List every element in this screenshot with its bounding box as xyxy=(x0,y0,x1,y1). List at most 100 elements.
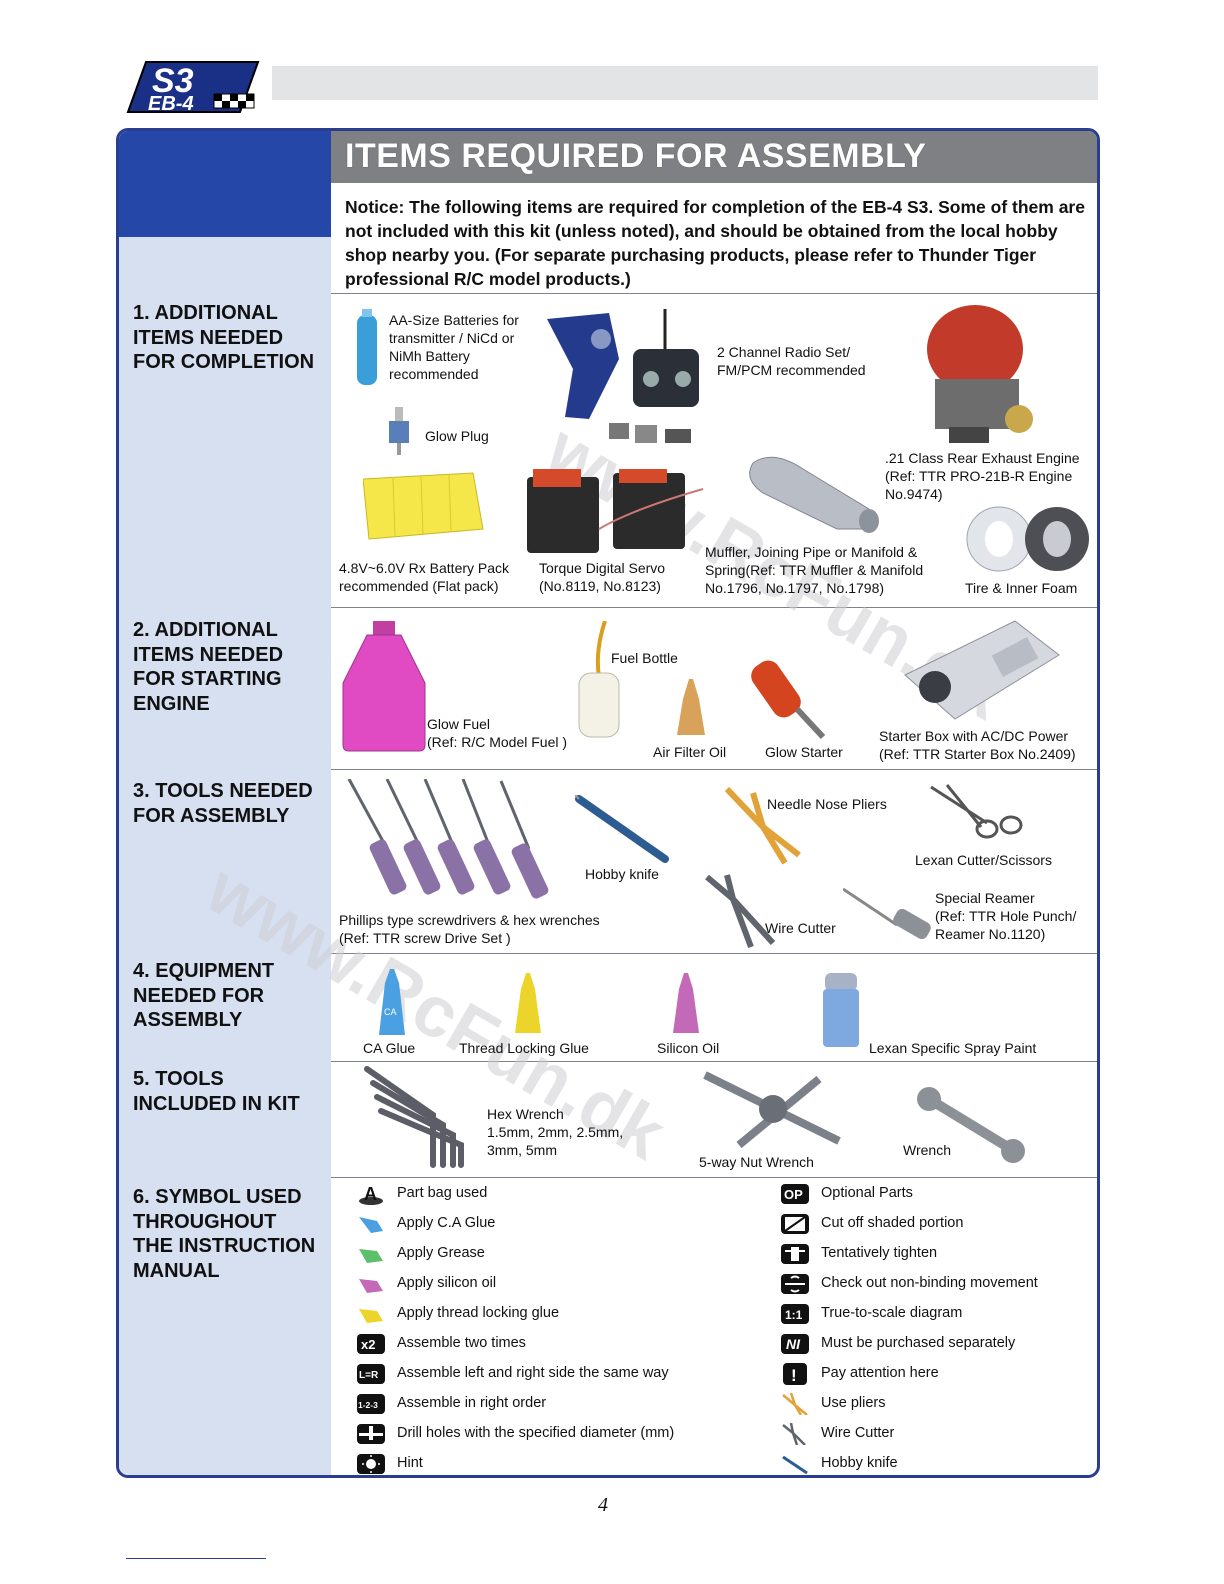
svg-text:OP: OP xyxy=(784,1187,803,1202)
glow-plug-caption: Glow Plug xyxy=(425,428,489,444)
symbol-label: Hint xyxy=(397,1455,423,1471)
hobby-knife-tool-icon xyxy=(575,795,669,863)
wrench-icon xyxy=(917,1087,1025,1163)
symbol-label: Wire Cutter xyxy=(821,1425,895,1441)
title-bar xyxy=(331,131,1097,183)
servo-icon xyxy=(527,469,704,553)
screwdrivers-caption: Phillips type screwdrivers & hex wrenche… xyxy=(339,912,600,946)
air-filter-oil-icon xyxy=(677,679,705,735)
glow-fuel-bottle-icon xyxy=(342,621,426,752)
symbol-label: Pay attention here xyxy=(821,1365,939,1381)
needle-nose-pliers-icon xyxy=(724,786,801,865)
left-column xyxy=(119,131,331,1475)
svg-text:S3: S3 xyxy=(152,62,194,100)
air-filter-oil-caption: Air Filter Oil xyxy=(653,744,727,760)
title-wedge xyxy=(307,131,331,237)
notice-text: Notice: The following items are required… xyxy=(345,197,1085,289)
fuel-bottle-icon xyxy=(578,621,620,738)
symbol-label: Apply Grease xyxy=(397,1245,485,1261)
footer-line xyxy=(126,1558,266,1559)
reamer-caption: Special Reamer (Ref: TTR Hole Punch/ Rea… xyxy=(935,890,1077,942)
section-3-heading: 3. TOOLS NEEDED FOR ASSEMBLY xyxy=(133,780,313,827)
svg-text:NI: NI xyxy=(786,1336,801,1352)
spray-paint-can-icon xyxy=(823,973,859,1047)
svg-text:EB-4: EB-4 xyxy=(148,93,194,115)
s3-eb4-logo: S3 EB-4 xyxy=(126,61,260,115)
silicon-oil-caption: Silicon Oil xyxy=(657,1040,720,1056)
radio-transmitter-icon xyxy=(547,309,699,443)
nut-wrench-caption: 5-way Nut Wrench xyxy=(699,1154,814,1170)
symbol-label: Assemble two times xyxy=(397,1335,526,1351)
l-equals-r-icon: L=R xyxy=(357,1364,385,1384)
battery-icon xyxy=(357,309,377,385)
divider xyxy=(331,1177,1097,1178)
svg-text:1:1: 1:1 xyxy=(785,1308,803,1322)
tire-icon xyxy=(966,506,1089,572)
part-bag-icon: A xyxy=(359,1184,383,1205)
section-4-heading: 4. EQUIPMENT NEEDED FOR ASSEMBLY xyxy=(133,960,275,1031)
symbol-label: Assemble left and right side the same wa… xyxy=(397,1365,669,1381)
radio-caption: 2 Channel Radio Set/ FM/PCM recommended xyxy=(717,344,866,378)
muffler-icon xyxy=(749,456,879,533)
needle-nose-caption: Needle Nose Pliers xyxy=(767,796,887,812)
svg-text:A: A xyxy=(364,1184,377,1204)
batteries-caption: AA-Size Batteries for transmitter / NiCd… xyxy=(389,312,519,382)
nut-wrench-icon xyxy=(703,1071,841,1149)
order-icon: 1-2-3 xyxy=(357,1394,385,1414)
svg-text:x2: x2 xyxy=(361,1337,375,1352)
optional-parts-icon: OP xyxy=(781,1184,809,1204)
symbol-label: Cut off shaded portion xyxy=(821,1215,964,1231)
tire-caption: Tire & Inner Foam xyxy=(965,580,1078,596)
screwdrivers-icon xyxy=(347,779,549,899)
symbol-label: Apply silicon oil xyxy=(397,1275,497,1291)
section-1-heading: 1. ADDITIONAL ITEMS NEEDED FOR COMPLETIO… xyxy=(133,302,315,373)
true-scale-icon: 1:1 xyxy=(781,1304,809,1324)
x2-icon: x2 xyxy=(357,1334,385,1354)
cut-off-icon xyxy=(781,1214,809,1234)
section-6-heading: 6. SYMBOL USED THROUGHOUT THE INSTRUCTIO… xyxy=(133,1186,316,1282)
section-2-heading: 2. ADDITIONAL ITEMS NEEDED FOR STARTING … xyxy=(133,619,284,715)
symbol-label: Hobby knife xyxy=(821,1455,898,1471)
thread-locking-bottle-icon xyxy=(515,973,541,1033)
glow-starter-caption: Glow Starter xyxy=(765,744,843,760)
ca-glue-icon xyxy=(359,1217,383,1233)
glow-starter-icon xyxy=(751,660,826,740)
wire-cutter-icon xyxy=(782,1423,806,1445)
svg-text:!: ! xyxy=(791,1366,797,1385)
symbol-label: Apply C.A Glue xyxy=(397,1215,496,1231)
symbol-label: Part bag used xyxy=(397,1185,488,1201)
hobby-knife-icon xyxy=(782,1455,808,1475)
symbol-label: Check out non-binding movement xyxy=(821,1275,1038,1291)
wrench-caption: Wrench xyxy=(903,1142,951,1158)
starter-box-icon xyxy=(904,620,1060,720)
hex-wrench-caption: Hex Wrench 1.5mm, 2mm, 2.5mm, 3mm, 5mm xyxy=(487,1106,624,1158)
ca-glue-caption: CA Glue xyxy=(363,1040,416,1056)
hobby-knife-caption: Hobby knife xyxy=(585,866,659,882)
servo-caption: Torque Digital Servo (No.8119, No.8123) xyxy=(539,560,666,594)
lexan-cutter-caption: Lexan Cutter/Scissors xyxy=(915,852,1052,868)
symbol-label: Optional Parts xyxy=(821,1185,913,1201)
glow-plug-icon xyxy=(389,407,409,455)
attention-icon: ! xyxy=(783,1363,807,1385)
content-frame: ITEMS REQUIRED FOR ASSEMBLY Notice: The … xyxy=(116,128,1100,1478)
engine-icon xyxy=(927,305,1033,443)
page-title: ITEMS REQUIRED FOR ASSEMBLY xyxy=(345,137,927,175)
grease-icon xyxy=(359,1249,383,1263)
drill-icon xyxy=(357,1424,385,1444)
lexan-paint-caption: Lexan Specific Spray Paint xyxy=(869,1040,1037,1056)
wire-cutter-caption: Wire Cutter xyxy=(765,920,836,936)
symbol-label: Assemble in right order xyxy=(397,1395,547,1411)
svg-text:1-2-3: 1-2-3 xyxy=(358,1400,378,1410)
symbol-label: Must be purchased separately xyxy=(821,1335,1016,1351)
rx-battery-pack-icon xyxy=(363,472,484,540)
pliers-icon xyxy=(782,1393,808,1415)
header-bar xyxy=(272,66,1098,100)
not-included-icon: NI xyxy=(781,1334,809,1354)
non-binding-icon xyxy=(781,1274,809,1294)
symbol-label: Drill holes with the specified diameter … xyxy=(397,1425,675,1441)
symbol-label: Tentatively tighten xyxy=(821,1245,938,1261)
reamer-icon xyxy=(843,887,931,940)
divider xyxy=(331,1061,1097,1062)
scissors-icon xyxy=(930,784,1023,839)
divider xyxy=(331,769,1097,770)
